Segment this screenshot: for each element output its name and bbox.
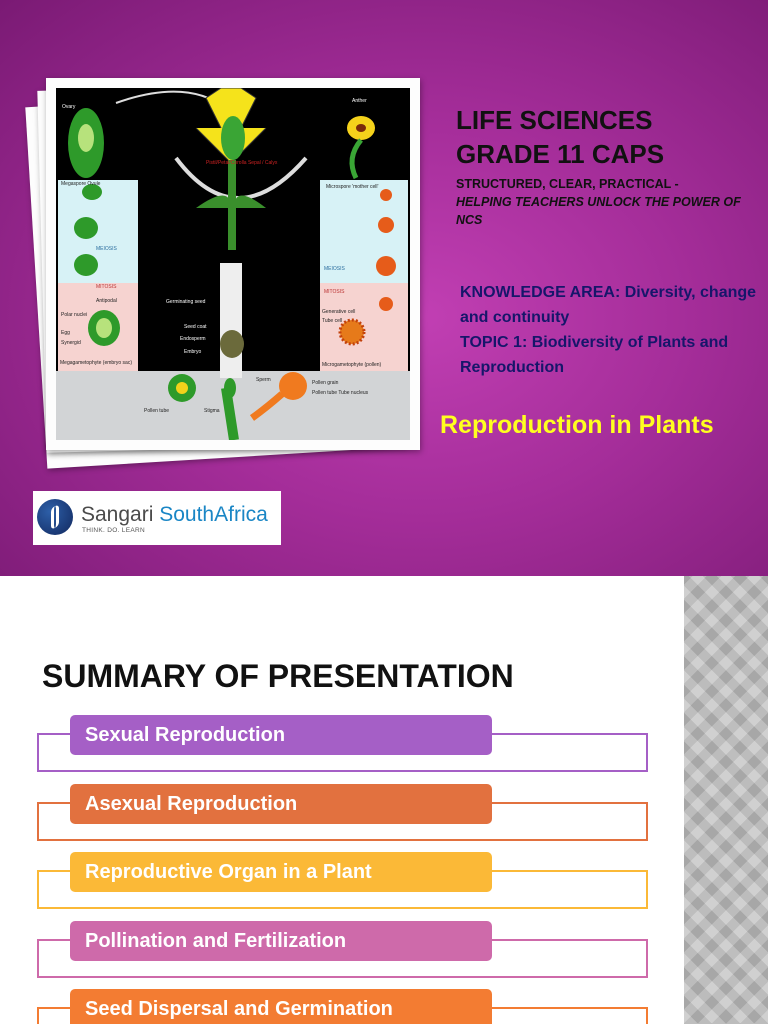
title-line-2: GRADE 11 CAPS: [456, 139, 665, 169]
item-label: Seed Dispersal and Germination: [70, 989, 492, 1024]
diagram-label-ovary: Ovary: [62, 104, 76, 110]
diagram-label-microgametophyte: Microgametophyte (pollen): [322, 362, 382, 368]
topic: TOPIC 1: Biodiversity of Plants and Repr…: [460, 334, 729, 376]
diagram-label-germinating: Germinating seed: [166, 299, 206, 305]
subtitle-italic: HELPING TEACHERS UNLOCK THE POWER OF NCS: [456, 195, 741, 227]
diagram-label-polar: Polar nuclei: [61, 312, 87, 318]
summary-item-sexual-reproduction: Sexual Reproduction: [37, 715, 648, 772]
summary-item-pollination: Pollination and Fertilization: [37, 921, 648, 978]
title-slide: Ovary Anther Pistil/Petal/Corolla Sepal …: [0, 0, 768, 576]
summary-slide: SUMMARY OF PRESENTATION Sexual Reproduct…: [0, 576, 768, 1024]
logo-name-part1: Sangari: [81, 503, 154, 526]
diagram-label-seed-coat: Seed coat: [184, 324, 207, 330]
title-block: LIFE SCIENCES GRADE 11 CAPS STRUCTURED, …: [456, 103, 756, 229]
diagram-label-mitosis-right: MITOSIS: [324, 289, 345, 295]
diagram-label-stigma: Stigma: [204, 408, 220, 414]
diagram-label-microspore-ovule: Megaspore Ovule: [61, 181, 101, 187]
diagram-label-pollen-tube-nucleus: Pollen tube Tube nucleus: [312, 390, 369, 396]
plant-life-cycle-diagram: Ovary Anther Pistil/Petal/Corolla Sepal …: [56, 88, 410, 440]
summary-item-seed-dispersal: Seed Dispersal and Germination: [37, 989, 648, 1024]
diagram-label-synergid: Synergid: [61, 340, 81, 346]
item-label: Pollination and Fertilization: [70, 921, 492, 961]
item-label: Asexual Reproduction: [70, 784, 492, 824]
logo-name: Sangari SouthAfrica: [81, 503, 268, 527]
diagram-label-meiosis-right: MEIOSIS: [324, 266, 346, 272]
diagram-label-pollen-grain: Pollen grain: [312, 380, 339, 386]
decorative-pattern: [684, 576, 768, 1024]
diagram-label-tube-cell: Tube cell: [322, 318, 342, 324]
subtitle-plain: STRUCTURED, CLEAR, PRACTICAL -: [456, 177, 679, 191]
diagram-label-mitosis-left: MITOSIS: [96, 284, 117, 290]
title-line-1: LIFE SCIENCES: [456, 105, 653, 135]
diagram-label-endosperm: Endosperm: [180, 336, 206, 342]
diagram-label-pollen-tube: Pollen tube: [144, 408, 169, 414]
diagram-label-generative: Generative cell: [322, 309, 355, 315]
sangari-logo: Sangari SouthAfrica THINK. DO. LEARN: [33, 491, 281, 545]
diagram-label-egg: Egg: [61, 330, 70, 336]
item-label: Reproductive Organ in a Plant: [70, 852, 492, 892]
right-pink-panel: [320, 283, 408, 371]
slide-heading: Reproduction in Plants: [440, 411, 714, 439]
item-label: Sexual Reproduction: [70, 715, 492, 755]
logo-name-part2: SouthAfrica: [159, 503, 268, 526]
diagram-label-antipodal: Antipodal: [96, 298, 117, 304]
diagram-label-meiosis-left: MEIOSIS: [96, 246, 118, 252]
diagram-label-legend: Pistil/Petal/Corolla Sepal / Calyx: [206, 160, 278, 166]
diagram-label-microspore: Microspore 'mother cell': [326, 184, 379, 190]
subtitle: STRUCTURED, CLEAR, PRACTICAL - HELPING T…: [456, 175, 756, 229]
knowledge-block: KNOWLEDGE AREA: Diversity, change and co…: [460, 280, 760, 380]
summary-item-asexual-reproduction: Asexual Reproduction: [37, 784, 648, 841]
diagram-label-megagametophyte: Megagametophyte (embryo sac): [60, 360, 132, 366]
diagram-label-sperm: Sperm: [256, 377, 271, 383]
logo-mark-icon: [37, 499, 73, 535]
diagram-label-anther: Anther: [352, 98, 367, 104]
summary-item-reproductive-organ: Reproductive Organ in a Plant: [37, 852, 648, 909]
logo-tagline: THINK. DO. LEARN: [82, 527, 145, 534]
summary-title: SUMMARY OF PRESENTATION: [42, 658, 514, 694]
diagram-label-embryo: Embryo: [184, 349, 201, 355]
knowledge-area: KNOWLEDGE AREA: Diversity, change and co…: [460, 284, 757, 326]
